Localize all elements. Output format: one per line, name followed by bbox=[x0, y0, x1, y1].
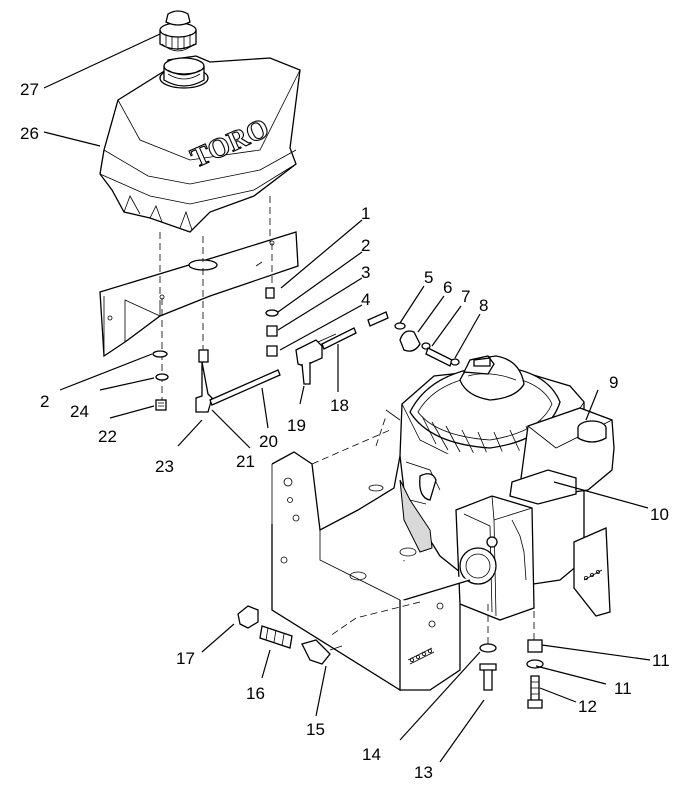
muffler bbox=[455, 495, 535, 621]
callout-12: 12 bbox=[578, 697, 597, 716]
clamps-upper bbox=[265, 287, 279, 357]
fuel-tank: TORO bbox=[99, 55, 301, 233]
callout-6: 6 bbox=[443, 278, 452, 297]
callout-27: 27 bbox=[20, 80, 39, 99]
callout-20: 20 bbox=[259, 432, 278, 451]
callout-19: 19 bbox=[287, 416, 306, 435]
callout-10: 10 bbox=[650, 505, 669, 524]
callout-26: 26 bbox=[20, 124, 39, 143]
callout-9: 9 bbox=[609, 373, 618, 392]
callout-24: 24 bbox=[70, 402, 89, 421]
hardware-stack-left bbox=[152, 350, 169, 411]
callout-8: 8 bbox=[479, 296, 488, 315]
fuel-cap-neck bbox=[159, 57, 209, 89]
tank-outlet-fitting bbox=[195, 349, 213, 413]
fuel-filter bbox=[394, 322, 460, 367]
callout-11a: 11 bbox=[652, 651, 670, 670]
leader-lines bbox=[43, 33, 651, 763]
engine-mount-hardware bbox=[479, 639, 544, 709]
callout-4: 4 bbox=[361, 290, 370, 309]
callout-labels: 1 2 3 4 5 6 7 8 9 10 11 11 12 13 14 15 1… bbox=[20, 80, 670, 782]
callout-17: 17 bbox=[176, 649, 195, 668]
engine-frame bbox=[271, 409, 611, 692]
callout-2b: 2 bbox=[40, 392, 49, 411]
callout-16: 16 bbox=[246, 684, 265, 703]
callout-14: 14 bbox=[362, 745, 381, 764]
callout-5: 5 bbox=[424, 268, 433, 287]
callout-18: 18 bbox=[330, 396, 349, 415]
elbow-fitting-15 bbox=[301, 639, 343, 665]
hose-fitting-17 bbox=[237, 605, 259, 629]
fuel-line-upper bbox=[321, 311, 389, 350]
callout-23: 23 bbox=[155, 457, 174, 476]
tank-bracket bbox=[99, 231, 299, 358]
oil-fill-tank bbox=[509, 407, 615, 505]
callout-21: 21 bbox=[236, 452, 255, 471]
callout-1: 1 bbox=[361, 204, 370, 223]
callout-7: 7 bbox=[461, 287, 470, 306]
callout-2: 2 bbox=[361, 236, 370, 255]
fuel-cap bbox=[159, 10, 197, 52]
callout-3: 3 bbox=[361, 263, 370, 282]
callout-22: 22 bbox=[98, 427, 117, 446]
callout-15: 15 bbox=[306, 720, 325, 739]
hose-16 bbox=[259, 625, 293, 649]
callout-13: 13 bbox=[414, 763, 433, 782]
callout-11b: 11 bbox=[614, 679, 632, 698]
fuel-line-lower bbox=[209, 369, 281, 406]
fuel-shutoff-valve bbox=[295, 333, 337, 385]
